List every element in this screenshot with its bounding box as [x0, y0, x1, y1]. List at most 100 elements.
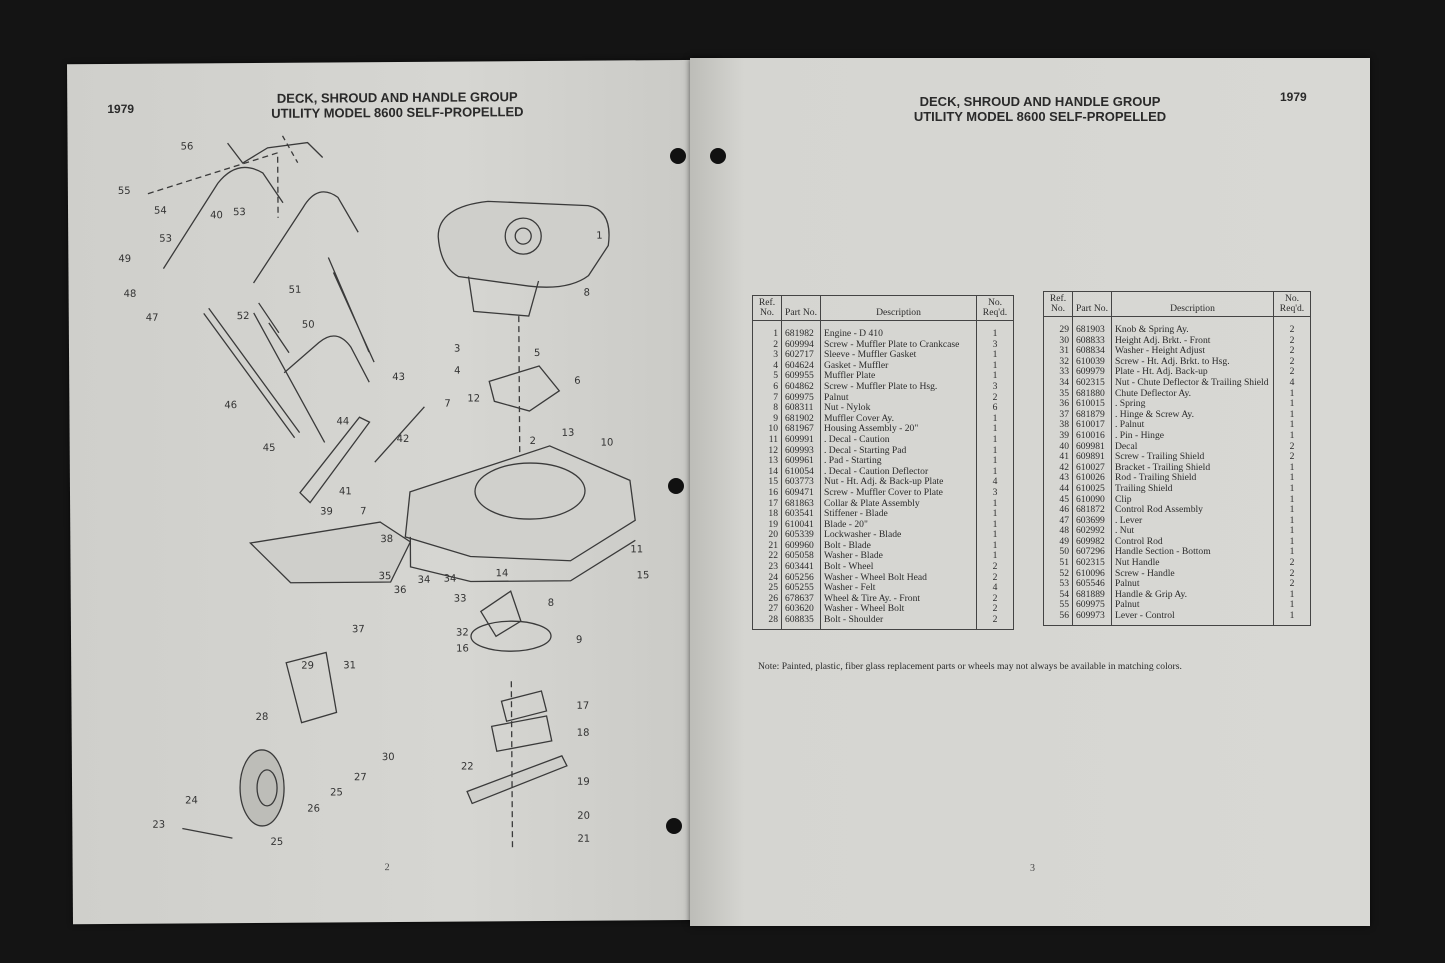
qty-cell: 4 [976, 477, 1014, 488]
svg-text:5: 5 [534, 348, 540, 359]
svg-text:16: 16 [456, 643, 469, 654]
ref-no-cell: 1 [752, 320, 782, 340]
qty-cell: 1 [1273, 526, 1311, 537]
svg-text:38: 38 [380, 534, 393, 545]
part-no-cell: 609471 [781, 487, 821, 499]
svg-text:7: 7 [444, 399, 450, 410]
svg-text:28: 28 [256, 712, 269, 723]
qty-cell: 1 [976, 498, 1014, 510]
svg-text:47: 47 [146, 313, 159, 324]
svg-text:29: 29 [301, 661, 314, 672]
qty-cell: 1 [1273, 409, 1311, 421]
svg-text:32: 32 [456, 627, 469, 638]
qty-cell: 2 [1273, 367, 1311, 378]
svg-text:1: 1 [596, 231, 602, 242]
parts-table-right: Ref. No. Part No. Description No. Req'd.… [1043, 291, 1311, 626]
qty-cell: 1 [1273, 600, 1311, 612]
description-cell: Screw - Muffler Cover to Plate [820, 487, 977, 499]
svg-text:19: 19 [577, 777, 590, 788]
title-line-1: DECK, SHROUD AND HANDLE GROUP [919, 94, 1161, 109]
qty-cell: 6 [976, 403, 1014, 414]
svg-text:10: 10 [601, 437, 614, 448]
binder-hole [666, 818, 682, 834]
qty-cell: 1 [976, 445, 1014, 457]
qty-cell: 1 [976, 519, 1014, 531]
qty-cell: 1 [1273, 515, 1311, 527]
qty-cell: 1 [976, 371, 1014, 382]
year-label: 1979 [1280, 90, 1307, 104]
qty-cell: 2 [1273, 356, 1311, 368]
title-line-2: UTILITY MODEL 8600 SELF-PROPELLED [913, 109, 1167, 124]
svg-text:23: 23 [152, 820, 165, 831]
qty-cell: 1 [976, 320, 1014, 340]
svg-text:4: 4 [454, 366, 460, 377]
binder-hole [668, 478, 684, 494]
svg-text:52: 52 [237, 311, 250, 322]
svg-text:36: 36 [394, 585, 407, 596]
svg-text:22: 22 [461, 761, 474, 772]
qty-cell: 2 [976, 561, 1014, 573]
qty-cell: 1 [1273, 430, 1311, 442]
svg-text:35: 35 [379, 571, 392, 582]
svg-text:12: 12 [467, 393, 480, 404]
col-part-no: Part No. [781, 295, 821, 321]
qty-cell: 1 [976, 413, 1014, 425]
qty-cell: 1 [976, 360, 1014, 372]
description-cell: Knob & Spring Ay. [1111, 316, 1274, 336]
svg-text:11: 11 [630, 544, 643, 555]
svg-text:13: 13 [562, 428, 575, 439]
svg-text:27: 27 [354, 772, 367, 783]
left-page: 1979 DECK, SHROUD AND HANDLE GROUP UTILI… [67, 59, 723, 925]
svg-text:48: 48 [124, 289, 137, 300]
svg-text:26: 26 [307, 804, 320, 815]
qty-cell: 3 [976, 381, 1014, 393]
part-no-cell: 681903 [1072, 316, 1112, 336]
qty-cell: 1 [976, 456, 1014, 467]
svg-text:46: 46 [224, 400, 237, 411]
svg-text:50: 50 [302, 320, 315, 331]
qty-cell: 2 [1273, 579, 1311, 590]
page-title: DECK, SHROUD AND HANDLE GROUP UTILITY MO… [890, 94, 1190, 124]
qty-cell: 2 [976, 614, 1014, 630]
qty-cell: 1 [1273, 399, 1311, 410]
qty-cell: 1 [1273, 420, 1311, 431]
svg-text:3: 3 [454, 344, 460, 355]
svg-text:40: 40 [210, 210, 223, 221]
qty-cell: 1 [1273, 610, 1311, 626]
svg-text:39: 39 [320, 506, 333, 517]
page-number: 3 [1030, 863, 1035, 874]
exploded-parts-diagram: 1 2 3 4 5 6 7 7 8 8 9 10 11 12 13 14 15 … [118, 135, 650, 852]
svg-text:34: 34 [444, 574, 457, 585]
qty-cell: 2 [1273, 316, 1311, 336]
svg-text:56: 56 [181, 141, 194, 152]
description-cell: Engine - D 410 [820, 320, 977, 340]
svg-text:9: 9 [576, 635, 582, 646]
part-no-cell: 608835 [781, 614, 821, 630]
ref-no-cell: 6 [752, 381, 782, 393]
svg-text:14: 14 [496, 568, 509, 579]
svg-text:15: 15 [637, 570, 650, 581]
qty-cell: 1 [1273, 494, 1311, 506]
